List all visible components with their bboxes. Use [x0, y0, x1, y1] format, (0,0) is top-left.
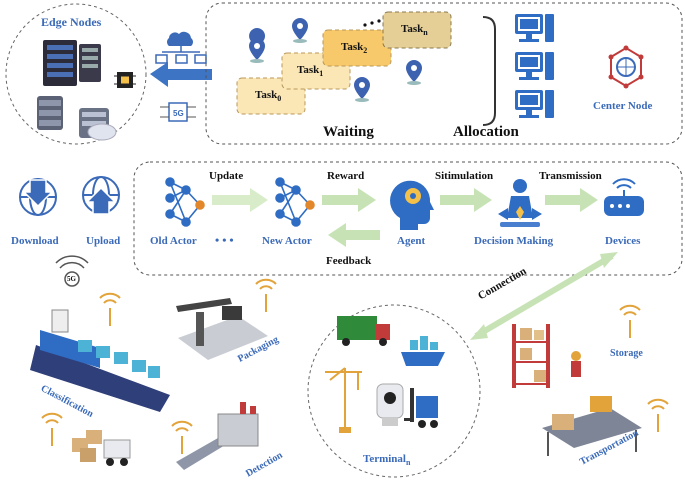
circuit-icon: 5G — [160, 102, 196, 122]
stimulation-label: Sitimulation — [435, 170, 494, 182]
waiting-label: Waiting — [323, 124, 374, 140]
task-panel — [205, 2, 683, 145]
task-n: Taskn — [401, 23, 428, 38]
stimulation-arrow — [440, 188, 492, 212]
agent-label: Agent — [397, 235, 426, 247]
to-edge-arrow — [150, 62, 212, 87]
ship-icon — [401, 336, 445, 366]
network-icon — [155, 31, 207, 64]
decision-making-icon — [498, 179, 542, 227]
badge-5g: 5G — [67, 275, 76, 283]
decision-making-label: Decision Making — [474, 235, 554, 247]
camera-icon — [376, 383, 404, 426]
task-1: Task1 — [297, 64, 324, 79]
new-actor-label: New Actor — [262, 235, 312, 247]
edge-nodes-circle — [5, 3, 147, 145]
truck-icon — [337, 316, 390, 346]
router-icon — [604, 178, 644, 216]
storage-shelf-icon — [512, 324, 581, 388]
agent-head-icon — [390, 180, 434, 230]
edge-nodes-title: Edge Nodes — [41, 15, 102, 29]
antenna-icon — [41, 278, 669, 454]
center-node-icon — [608, 45, 644, 89]
server-rack-icon — [43, 40, 101, 86]
task-2: Task2 — [341, 41, 368, 56]
svg-text:5G: 5G — [173, 109, 184, 118]
database-icon — [37, 96, 117, 141]
devices-label: Devices — [605, 235, 641, 247]
task-0: Task0 — [255, 89, 282, 104]
ellipsis-dots: • • • — [215, 233, 234, 247]
transmission-arrow — [545, 188, 598, 212]
update-label: Update — [209, 170, 244, 182]
feedback-label: Feedback — [326, 255, 372, 267]
crane-icon — [325, 367, 362, 433]
download-label: Download — [11, 235, 59, 247]
upload-globe-icon — [82, 176, 120, 215]
update-arrow — [212, 188, 268, 212]
terminal-circle — [307, 304, 481, 478]
conveyor-belt-icon — [542, 396, 642, 456]
forklift-icon — [404, 388, 438, 428]
download-globe-icon — [19, 178, 57, 216]
feedback-arrow — [328, 223, 380, 247]
delivery-cart-icon — [72, 430, 131, 466]
cargo-ship-icon — [30, 309, 170, 412]
flow-panel — [133, 161, 683, 276]
upload-label: Upload — [86, 235, 121, 247]
new-actor-icon — [275, 177, 315, 227]
old-actor-label: Old Actor — [150, 235, 197, 247]
pump-jack-icon — [176, 298, 268, 360]
old-actor-icon — [165, 177, 205, 227]
signal-5g-icon — [55, 255, 89, 287]
reward-arrow — [322, 188, 376, 212]
chip-icon — [114, 72, 136, 88]
center-node-label: Center Node — [593, 100, 653, 112]
allocation-label: Allocation — [453, 124, 519, 140]
terminal-label: Terminaln — [363, 453, 411, 468]
allocation-bracket — [482, 16, 496, 126]
connection-arrow — [470, 252, 618, 340]
reward-label: Reward — [327, 170, 365, 182]
conveyor-detection-icon — [176, 402, 259, 470]
storage-label: Storage — [610, 348, 643, 359]
transmission-label: Transmission — [539, 170, 602, 182]
